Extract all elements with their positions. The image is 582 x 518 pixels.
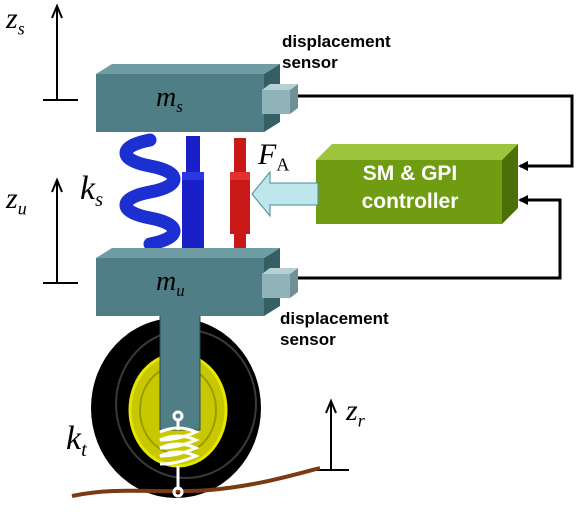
controller-label-line1: SM & GPI bbox=[362, 162, 458, 185]
axis-zu bbox=[43, 177, 78, 284]
tire-spring bbox=[159, 410, 200, 498]
symbol-kt: kt bbox=[66, 420, 87, 462]
unsprung-mass-block bbox=[96, 248, 280, 316]
symbol-zs: zs bbox=[6, 2, 25, 39]
sensor-bottom-label-line1: displacement bbox=[280, 309, 389, 328]
sensor-bottom-label-line2: sensor bbox=[280, 330, 336, 349]
axis-zs bbox=[43, 3, 78, 101]
actuator bbox=[230, 138, 250, 250]
axis-zr bbox=[313, 398, 349, 471]
symbol-fa: FA bbox=[258, 138, 290, 175]
signal-line-bottom bbox=[298, 195, 562, 280]
sensor-top-label-line2: sensor bbox=[282, 53, 338, 72]
sensor-top bbox=[262, 84, 298, 114]
spring-ks bbox=[119, 133, 181, 251]
road-profile bbox=[71, 466, 321, 498]
sensor-bottom bbox=[262, 268, 298, 298]
symbol-ms: ms bbox=[156, 82, 183, 116]
controller-label-line2: controller bbox=[361, 190, 459, 213]
controller-label: SM & GPI controller bbox=[318, 160, 502, 216]
symbol-zu: zu bbox=[6, 182, 27, 219]
symbol-ks: ks bbox=[80, 170, 104, 212]
symbol-mu: mu bbox=[156, 266, 185, 300]
control-force-arrow bbox=[251, 170, 319, 218]
sensor-top-label-line1: displacement bbox=[282, 32, 391, 51]
sprung-mass-block bbox=[96, 64, 280, 132]
signal-line-top bbox=[298, 94, 574, 171]
symbol-zr: zr bbox=[346, 394, 365, 431]
damper bbox=[182, 136, 204, 250]
controller-box bbox=[316, 144, 518, 224]
